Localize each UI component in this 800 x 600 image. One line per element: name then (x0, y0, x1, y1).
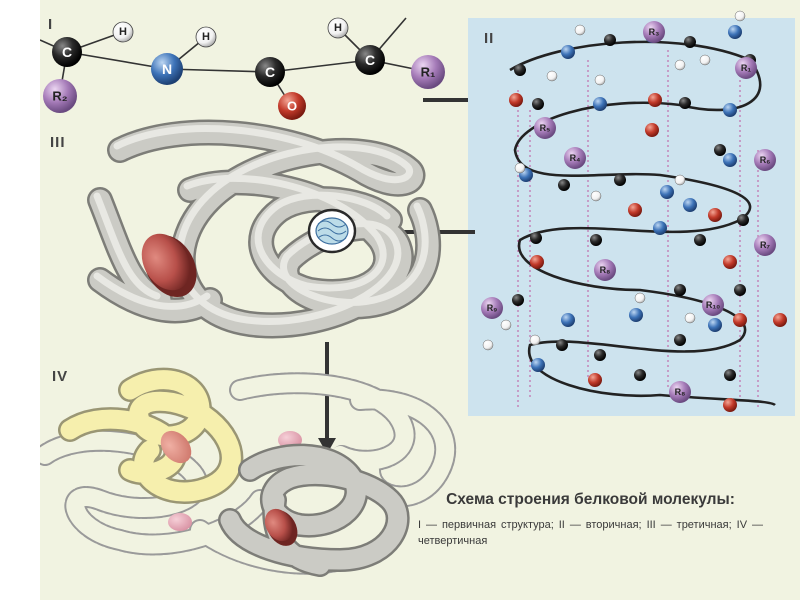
dashed-subunits (40, 372, 457, 575)
carbon-label: C (365, 52, 375, 68)
hydrogen-atom (112, 21, 134, 43)
r-group-atom (43, 79, 77, 113)
protein-structure-figure: H H H C R₂ N C O C R₁ (40, 0, 800, 600)
label-secondary: II (484, 30, 495, 47)
label-quaternary: IV (52, 368, 69, 385)
heme-group (168, 513, 192, 531)
r-group (754, 149, 776, 171)
carbon-label: C (265, 64, 275, 80)
hydrogen-atom (327, 17, 349, 39)
oxygen-label: O (287, 99, 297, 114)
carbon-atom (355, 45, 385, 75)
r-group (735, 57, 757, 79)
r-group-label: R₁ (741, 63, 751, 73)
r-group-label: R₆ (760, 155, 771, 165)
secondary-structure-helix: R₃ R₁ R₅ R₄ R₆ R₇ R₈ R₉ R₁₀ (468, 10, 795, 416)
helix-r-groups: R₃ R₁ R₅ R₄ R₆ R₇ R₈ R₉ R₁₀ (481, 21, 776, 403)
hydrogen-label: H (202, 31, 210, 43)
r-group-label: R₈ (600, 265, 611, 275)
figure-caption: Схема строения белковой молекулы: I — пе… (418, 490, 763, 549)
label-tertiary: III (50, 134, 66, 151)
heme-group (141, 233, 197, 297)
r-group-label: R₁₀ (706, 300, 720, 310)
r-group (754, 234, 776, 256)
r1-label: R₁ (421, 65, 436, 80)
heme-group (160, 430, 192, 464)
caption-title: Схема строения белковой молекулы: (446, 491, 735, 508)
r-group-label: R₄ (570, 153, 581, 163)
heme-group (264, 508, 294, 542)
arrow-down-icon (318, 342, 336, 454)
carbon-atom (255, 57, 285, 87)
r-group-label: R₇ (760, 240, 770, 250)
r-group-label: R₈ (675, 387, 686, 397)
hydrogen-label: H (119, 26, 127, 38)
carbon-atom (52, 37, 82, 67)
nitrogen-label: N (162, 61, 172, 77)
r-group-atom (411, 55, 445, 89)
nitrogen-atom (151, 53, 183, 85)
r-group (481, 297, 503, 319)
figure-art: H H H C R₂ N C O C R₁ (40, 10, 795, 577)
primary-structure: H H H C R₂ N C O C R₁ (40, 17, 445, 120)
r-group (534, 117, 556, 139)
r-group-label: R₃ (649, 27, 660, 37)
r-group-label: R₅ (540, 123, 551, 133)
r-group (702, 294, 724, 316)
helix-backbone (509, 40, 776, 407)
label-primary: I (48, 16, 54, 33)
r-group-label: R₉ (487, 303, 498, 313)
hydrogen-atom (195, 26, 217, 48)
r2-label: R₂ (52, 89, 67, 104)
quaternary-structure (40, 367, 457, 577)
helix-atoms (482, 10, 787, 412)
r-group (564, 147, 586, 169)
oxygen-atom (278, 92, 306, 120)
r-group (594, 259, 616, 281)
caption-body: I — первичная структура; II — вторичная;… (418, 519, 763, 547)
r-group (643, 21, 665, 43)
carbon-label: C (62, 44, 72, 60)
helix-inset-icon (307, 208, 357, 254)
tertiary-structure (87, 119, 442, 339)
hydrogen-label: H (334, 22, 342, 34)
r-group (669, 381, 691, 403)
hydrogen-bonds (517, 50, 759, 410)
